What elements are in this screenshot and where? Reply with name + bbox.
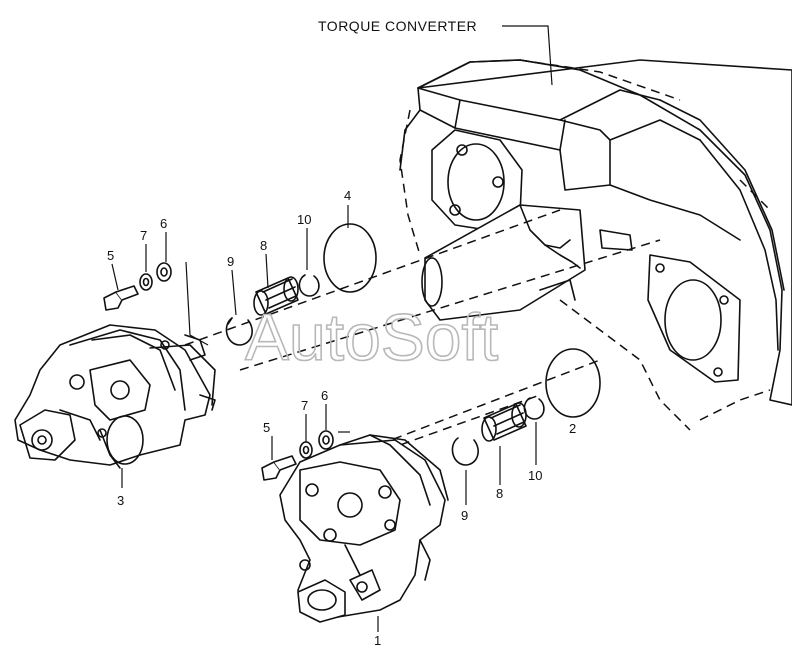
callout-8-upper: 8 (260, 238, 267, 253)
pump-assembly-3 (14, 324, 216, 469)
o-ring-4 (323, 223, 377, 293)
callout-7-upper: 7 (140, 228, 147, 243)
torque-converter-label: TORQUE CONVERTER (318, 18, 477, 34)
bolt-5-lower (261, 455, 297, 481)
callout-5-lower: 5 (263, 420, 270, 435)
washer-6-upper (156, 262, 172, 282)
washer-6-lower (318, 430, 334, 450)
watermark-text: AutoSoft (245, 300, 498, 374)
callout-6-lower: 6 (321, 388, 328, 403)
callouts-upper: 4 5 7 6 9 8 10 3 (107, 188, 351, 508)
snap-ring-9-lower (451, 437, 479, 466)
o-ring-2 (545, 348, 601, 418)
leader-lines (111, 25, 553, 632)
needle-bearing-8-lower (481, 402, 527, 442)
callout-7-lower: 7 (301, 398, 308, 413)
washer-7-lower (299, 441, 313, 459)
bolt-5-upper (103, 285, 139, 311)
callout-9-upper: 9 (227, 254, 234, 269)
callout-10-lower: 10 (528, 468, 542, 483)
callout-2: 2 (569, 421, 576, 436)
torque-converter-housing (399, 59, 792, 431)
callout-4: 4 (344, 188, 351, 203)
callouts-lower: 5 7 6 2 10 8 9 1 (263, 388, 576, 648)
washer-7-upper (139, 273, 153, 291)
callout-9-lower: 9 (461, 508, 468, 523)
callout-6-upper: 6 (160, 216, 167, 231)
callout-1: 1 (374, 633, 381, 648)
callout-3: 3 (117, 493, 124, 508)
snap-ring-9-upper (225, 317, 253, 346)
pump-assembly-1 (279, 434, 449, 623)
snap-ring-10-lower (523, 397, 545, 420)
callout-10-upper: 10 (297, 212, 311, 227)
callout-8-lower: 8 (496, 486, 503, 501)
snap-ring-10-upper (298, 274, 320, 297)
needle-bearing-8-upper (253, 276, 299, 316)
callout-5-upper: 5 (107, 248, 114, 263)
